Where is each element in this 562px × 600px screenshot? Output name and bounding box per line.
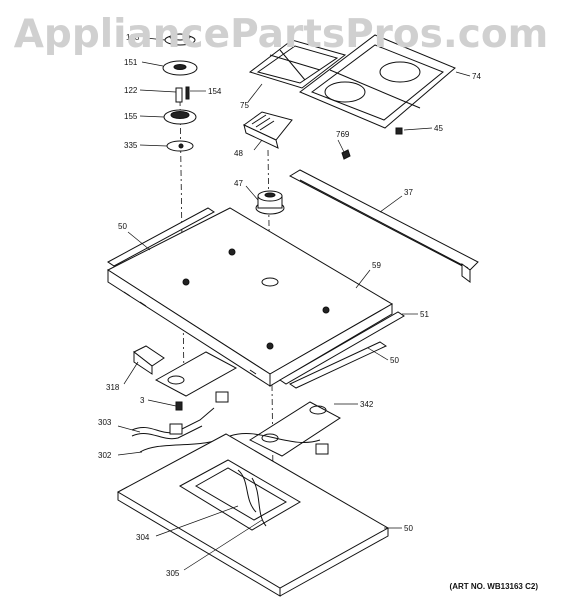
burner-bracket-left[interactable] [154, 351, 238, 397]
callout-37: 37 [404, 188, 413, 197]
part-37-trim-strip[interactable] [288, 169, 479, 283]
callout-154: 154 [208, 87, 222, 96]
art-number-label: (ART NO. WB13163 C2) [449, 582, 538, 591]
part-305-igniter-wire[interactable] [251, 477, 267, 527]
leader-lines [117, 37, 471, 571]
callout-122: 122 [124, 86, 138, 95]
callout-50-mid: 50 [390, 356, 399, 365]
callout-305: 305 [166, 569, 180, 578]
part-342-burner-bracket[interactable] [248, 401, 341, 457]
callout-47: 47 [234, 179, 243, 188]
part-50-gasket-top[interactable] [107, 207, 215, 267]
part-154-screw[interactable] [185, 86, 190, 100]
part-48-knob[interactable] [243, 111, 293, 149]
part-304-wire-harness[interactable] [237, 469, 257, 513]
part-45-grate-bumper[interactable] [395, 127, 403, 135]
callout-304: 304 [136, 533, 150, 542]
callout-335: 335 [124, 141, 138, 150]
callout-74: 74 [472, 72, 481, 81]
callout-45: 45 [434, 124, 443, 133]
callout-128: 128 [126, 33, 140, 42]
cap-centerline [267, 149, 271, 301]
callout-labels: 128 151 122 154 155 335 75 74 45 769 48 … [98, 33, 481, 578]
part-75-grate-left[interactable] [248, 39, 347, 89]
callout-303: 303 [98, 418, 112, 427]
part-59-cooktop-panel[interactable] [106, 207, 393, 387]
callout-302: 302 [98, 451, 112, 460]
part-50-bottom-tray[interactable] [116, 433, 390, 597]
part-50-gasket-lower[interactable] [288, 341, 388, 389]
part-769-clip[interactable] [341, 149, 351, 160]
part-122-electrode[interactable] [175, 87, 183, 103]
part-335-spreader[interactable] [166, 140, 194, 152]
part-74-grate-right[interactable] [299, 34, 456, 129]
callout-769: 769 [336, 130, 350, 139]
callout-75: 75 [240, 101, 249, 110]
callout-51: 51 [420, 310, 429, 319]
part-47-valve[interactable] [255, 190, 285, 215]
callout-50-bottom: 50 [404, 524, 413, 533]
callout-50-top: 50 [118, 222, 127, 231]
callout-342: 342 [360, 400, 374, 409]
callout-151: 151 [124, 58, 138, 67]
part-318-bracket[interactable] [133, 345, 165, 375]
callout-3: 3 [140, 396, 145, 405]
part-128-burner-cap[interactable] [164, 33, 196, 46]
callout-155: 155 [124, 112, 138, 121]
part-51-gasket-right[interactable] [279, 311, 405, 385]
callout-318: 318 [106, 383, 120, 392]
callout-48: 48 [234, 149, 243, 158]
part-151-burner-head[interactable] [162, 60, 198, 76]
callout-59: 59 [372, 261, 381, 270]
part-303-valve-tube[interactable] [131, 391, 229, 440]
part-155-burner-base[interactable] [163, 109, 197, 125]
part-3-orifice[interactable] [175, 401, 183, 411]
